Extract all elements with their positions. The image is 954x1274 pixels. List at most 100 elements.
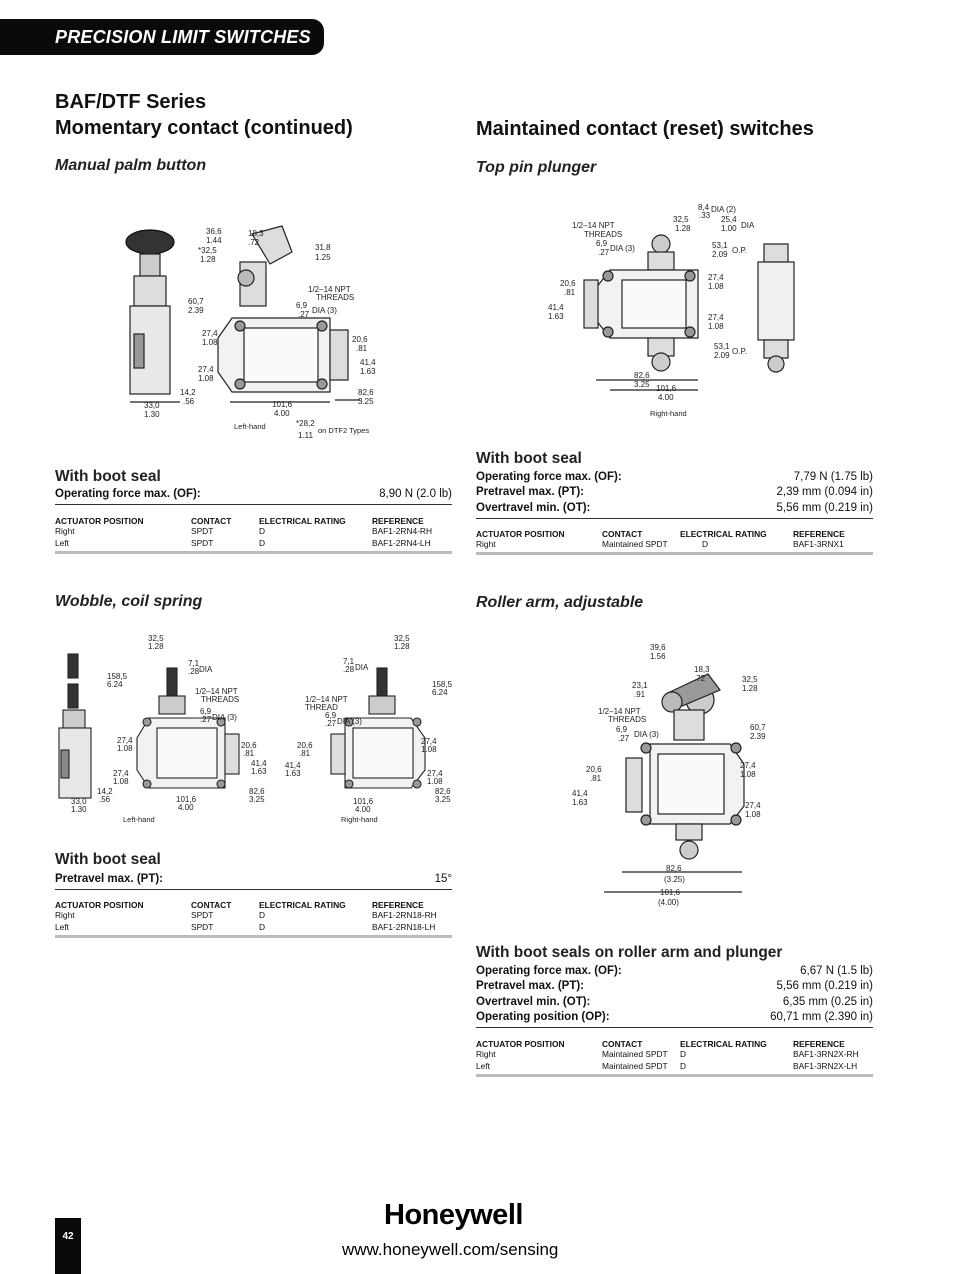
roller-dim-3: .91 — [634, 690, 646, 699]
spec-value: 7,79 N (1.75 lb) — [793, 471, 873, 483]
table-row: Right Maintained SPDT D BAF1-3RN2X-RH — [476, 1049, 873, 1061]
spec-value: 6,35 mm (0.25 in) — [782, 995, 873, 1008]
palm-dim-18: .81 — [356, 344, 368, 353]
wobble-order-table: ACTUATOR POSITION CONTACT ELECTRICAL RAT… — [55, 897, 452, 938]
table-header-row: ACTUATOR POSITION CONTACT ELECTRICAL RAT… — [55, 897, 452, 910]
table-cell: D — [259, 538, 372, 554]
palm-dim-5: .72 — [248, 238, 260, 247]
col-header: CONTACT — [602, 529, 643, 539]
wobble-l-dim-19: 1.08 — [113, 777, 129, 786]
spec-row: Operating force max. (OF): 8,90 N (2.0 l… — [55, 487, 452, 502]
wobble-r-dim-5: 158,5 — [432, 680, 453, 689]
palm-dim-32: 1.11 — [298, 431, 314, 440]
table-cell: D — [259, 910, 266, 920]
top-pin-dim-12: DIA (3) — [610, 244, 635, 253]
spec-row: Pretravel max. (PT): 15° — [55, 872, 452, 887]
wobble-l-dim-13: 1.08 — [117, 744, 133, 753]
table-cell: Right — [476, 1049, 496, 1059]
roller-dim-8: 1/2–14 NPT — [598, 707, 641, 716]
spec-row: Operating position (OP): 60,71 mm (2.390… — [476, 1010, 873, 1025]
wobble-r-dim-16: 41,4 — [285, 761, 301, 770]
table-cell: Maintained SPDT — [602, 1049, 668, 1059]
spec-value: 2,39 mm (0.094 in) — [776, 486, 873, 499]
table-row: Right Maintained SPDT D BAF1-3RNX1 — [476, 539, 873, 555]
palm-dim-30: 4.00 — [274, 409, 290, 418]
wobble-l-dim-11: DIA (3) — [212, 713, 237, 722]
palm-dim-14: DIA (3) — [312, 306, 337, 315]
roller-order-table: ACTUATOR POSITION CONTACT ELECTRICAL RAT… — [476, 1036, 873, 1077]
top-pin-dim-8: 1/2–14 NPT — [572, 221, 615, 230]
roller-dim-22: 1.08 — [745, 810, 761, 819]
wobble-caption-right: Right-hand — [341, 815, 378, 824]
wobble-boot-title: With boot seal — [55, 851, 161, 868]
table-cell: BAF1-3RN2X-RH — [793, 1049, 859, 1059]
spec-label: Pretravel max. (PT): — [476, 980, 585, 993]
roller-dim-6: 32,5 — [742, 675, 758, 684]
top-pin-dim-4: 1.28 — [675, 224, 691, 233]
col-header: ELECTRICAL RATING — [680, 529, 767, 539]
table-cell: D — [680, 539, 793, 555]
honeywell-logo: Honeywell — [384, 1199, 523, 1231]
table-cell: D — [680, 1061, 793, 1077]
wobble-r-dim-22: 82,6 — [435, 787, 451, 796]
wobble-l-dim-17: 1.63 — [251, 767, 267, 776]
roller-dim-17: 20,6 — [586, 765, 602, 774]
wobble-l-dim-4: DIA — [199, 665, 213, 674]
spec-label: Operating force max. (OF): — [476, 965, 622, 977]
table-cell: Left — [55, 922, 191, 938]
table-cell: SPDT — [191, 910, 214, 920]
wobble-l-dim-1: 1.28 — [148, 642, 164, 651]
palm-dim-3: 1.28 — [200, 255, 216, 264]
roller-dim-7: 1.28 — [742, 684, 758, 693]
top-pin-dim-26: O.P. — [732, 347, 747, 356]
palm-dim-15: 27,4 — [202, 329, 218, 338]
top-pin-dim-0: 8,4 — [698, 203, 710, 212]
wobble-r-dim-3: .28 — [343, 665, 355, 674]
roller-dim-16: 1.08 — [740, 770, 756, 779]
wobble-l-dim-15: .81 — [243, 749, 255, 758]
top-pin-dim-3: 32,5 — [673, 215, 689, 224]
top-pin-dim-6: 1.00 — [721, 224, 737, 233]
roller-dim-13: 60,7 — [750, 723, 766, 732]
wobble-l-dim-8: THREADS — [201, 695, 239, 704]
top-pin-dim-29: 101,6 — [656, 384, 677, 393]
wobble-r-dim-19: 1.08 — [427, 777, 443, 786]
roller-arm-drawing: 39,6 1.56 23,1 .91 18,3 .72 32,5 1.28 1/… — [570, 640, 784, 910]
top-pin-dim-10: 6,9 — [596, 239, 608, 248]
top-pin-dim-28: 3.25 — [634, 380, 650, 389]
wobble-r-dim-0: 32,5 — [394, 634, 410, 643]
table-cell: SPDT — [191, 922, 259, 938]
roller-boot-title: With boot seals on roller arm and plunge… — [476, 944, 783, 961]
roller-spec-list: Operating force max. (OF): 6,67 N (1.5 l… — [476, 964, 873, 1029]
palm-dim-4: 18,3 — [248, 229, 264, 238]
col-header: ACTUATOR POSITION — [476, 529, 565, 539]
table-cell: BAF1-2RN4-LH — [372, 538, 452, 554]
table-row: Left Maintained SPDT D BAF1-3RN2X-LH — [476, 1061, 873, 1077]
wobble-coil-spring-drawing: 32,5 1.28 7,1 .28 DIA 158,5 6.24 1/2–14 … — [55, 630, 455, 826]
roller-dim-9: THREADS — [608, 715, 646, 724]
wobble-r-dim-13: .81 — [299, 749, 311, 758]
top-pin-dim-11: .27 — [598, 248, 610, 257]
top-pin-boot-title: With boot seal — [476, 450, 582, 467]
top-pin-dim-24: 53,1 — [714, 342, 730, 351]
spec-label: Pretravel max. (PT): — [476, 486, 585, 499]
col-header: REFERENCE — [372, 900, 424, 910]
spec-label: Overtravel min. (OT): — [476, 501, 591, 514]
top-pin-dim-23: 1.08 — [708, 322, 724, 331]
col-header: CONTACT — [191, 516, 232, 526]
top-pin-dim-2: DIA (2) — [711, 205, 736, 214]
website-link[interactable]: www.honeywell.com/sensing — [342, 1240, 559, 1259]
table-cell: D — [259, 526, 266, 536]
spec-label: Operating force max. (OF): — [55, 488, 201, 500]
col-header: CONTACT — [602, 1039, 643, 1049]
table-cell: Right — [55, 526, 75, 536]
roller-subtitle: Roller arm, adjustable — [476, 594, 644, 611]
spec-row: Overtravel min. (OT): 5,56 mm (0.219 in) — [476, 501, 873, 516]
table-header-row: ACTUATOR POSITION CONTACT ELECTRICAL RAT… — [476, 1036, 873, 1049]
wobble-l-dim-20: 14,2 — [97, 787, 113, 796]
wobble-r-dim-8: THREAD — [305, 703, 338, 712]
palm-dim-23: 14,2 — [180, 388, 196, 397]
top-pin-dim-27: 82,6 — [634, 371, 650, 380]
table-cell: BAF1-3RNX1 — [793, 539, 873, 555]
spec-value: 5,56 mm (0.219 in) — [776, 980, 873, 993]
